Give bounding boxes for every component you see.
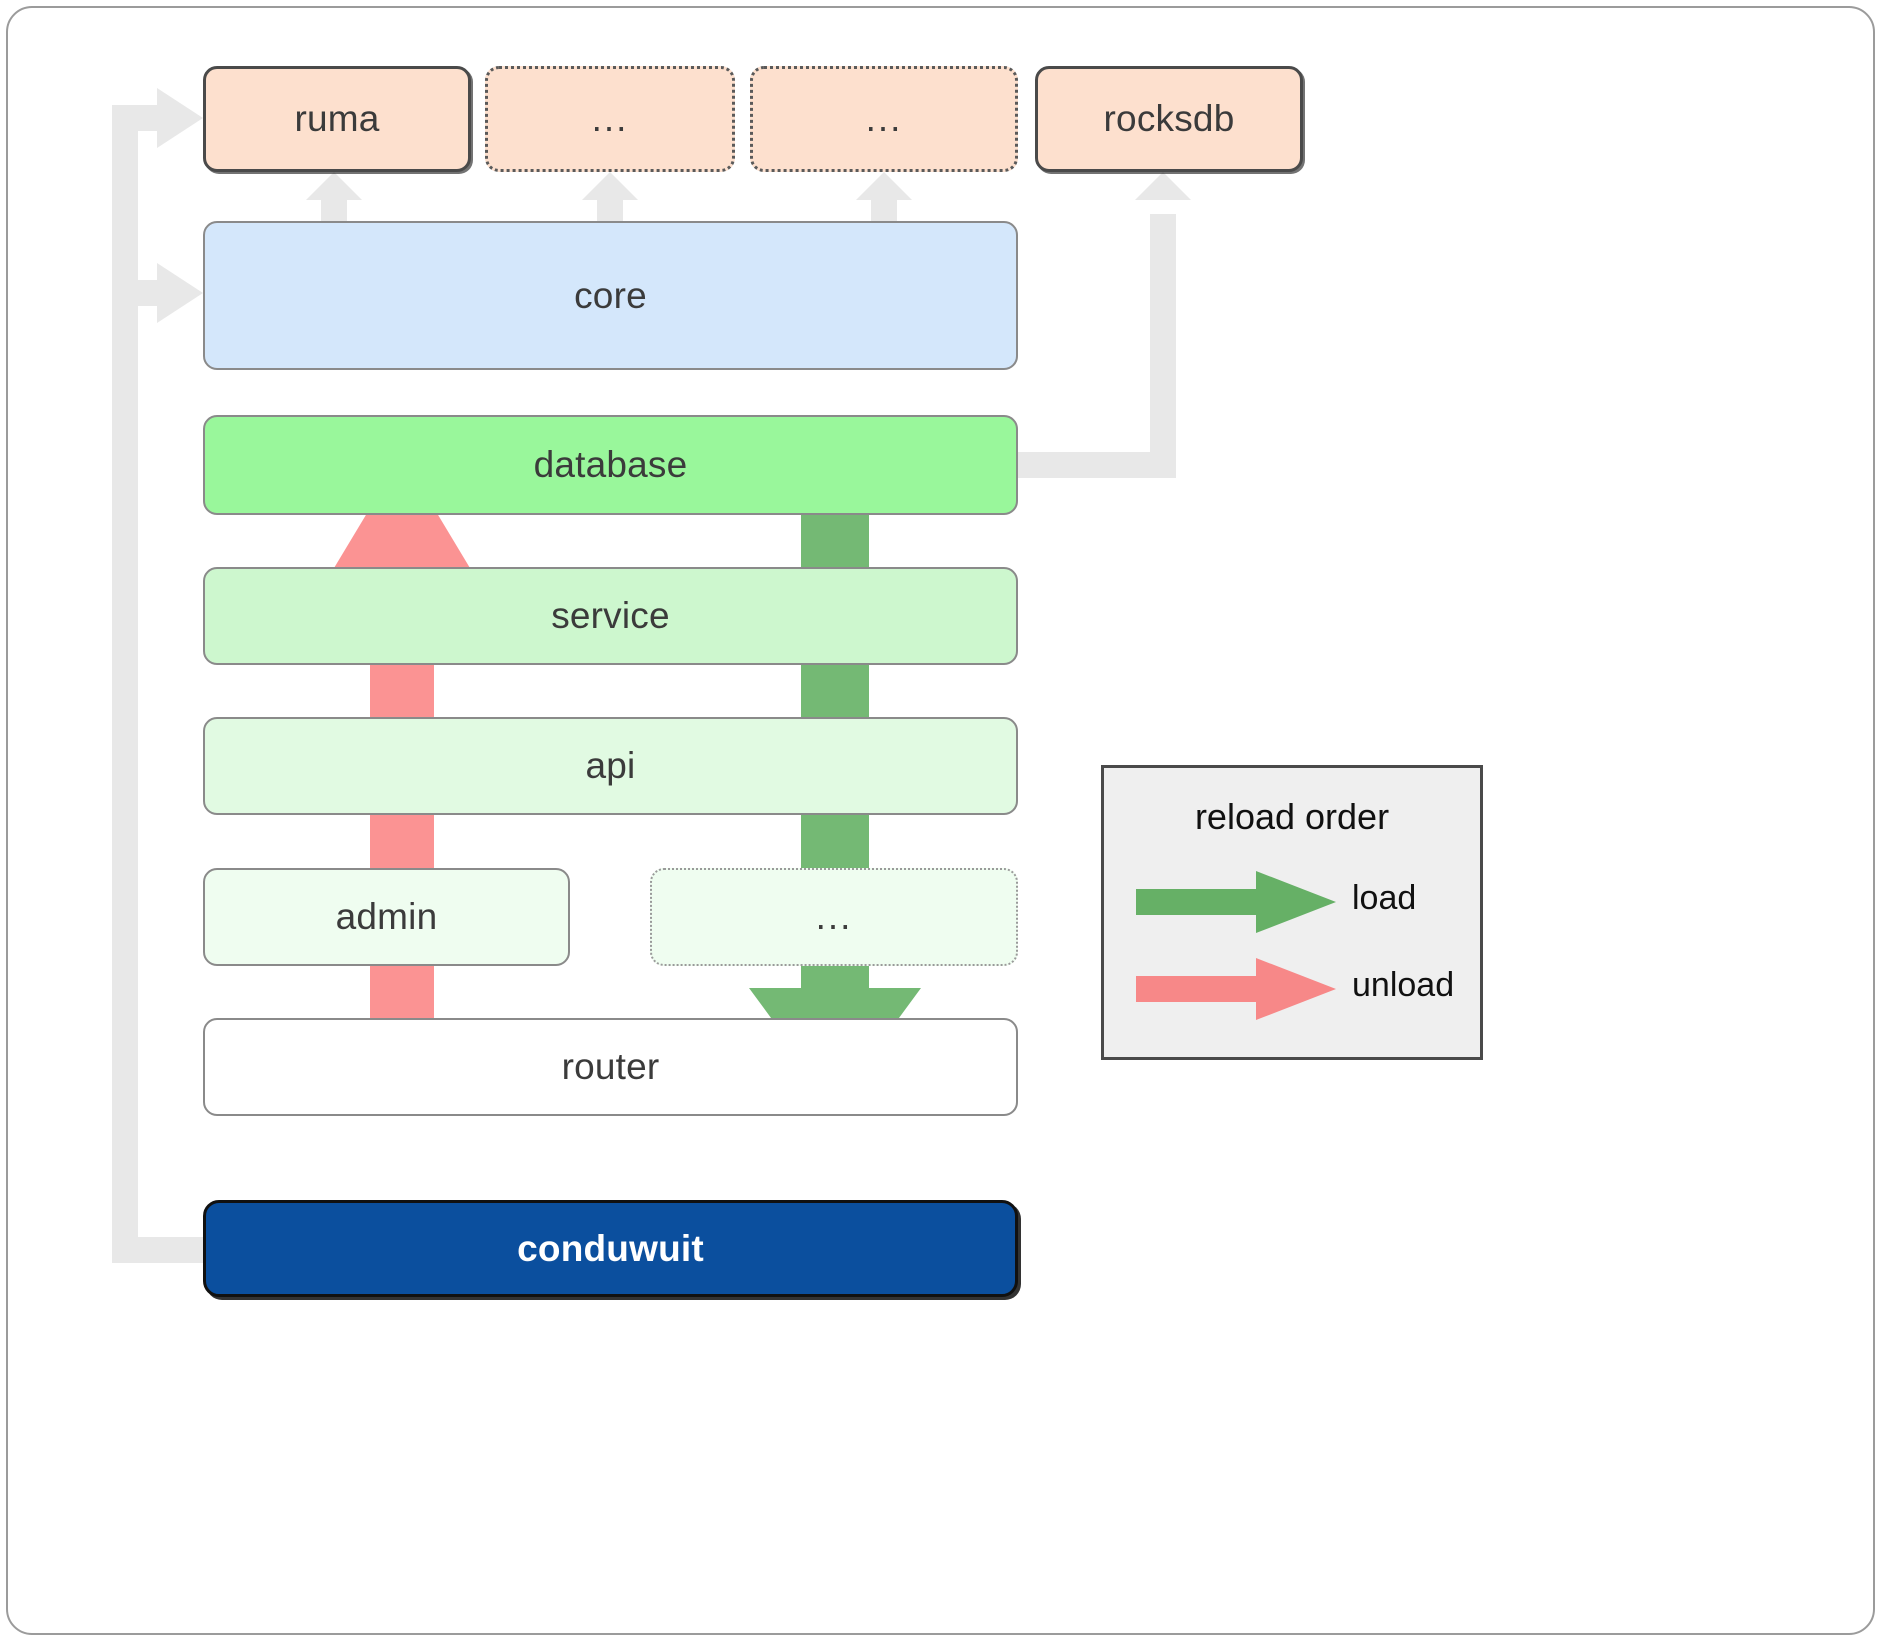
dependency-label-placeholder-2: ... (865, 97, 903, 139)
layer-label-router: router (561, 1046, 660, 1087)
load-arrow-icon (1136, 871, 1336, 933)
dependency-box-ruma[interactable]: ruma (203, 66, 471, 172)
unload-arrow-icon (1136, 958, 1336, 1020)
layer-label-core: core (574, 274, 647, 316)
dependency-box-placeholder-1[interactable]: ... (485, 66, 735, 172)
legend-label-unload: unload (1352, 966, 1455, 1004)
layer-box-admin[interactable]: admin (203, 868, 570, 966)
dependency-label-ruma: ruma (294, 98, 380, 139)
layer-label-database: database (533, 444, 688, 485)
legend-panel: reload order load unload (1101, 765, 1483, 1060)
layer-box-placeholder[interactable]: ... (650, 868, 1018, 966)
layer-label-api: api (585, 745, 636, 786)
layer-label-admin: admin (335, 896, 438, 937)
application-box-conduwuit[interactable]: conduwuit (203, 1200, 1018, 1297)
layer-label-service: service (551, 595, 670, 636)
legend-row-load: load (1104, 871, 1480, 933)
dependency-label-rocksdb: rocksdb (1103, 98, 1235, 139)
layer-box-core[interactable]: core (203, 221, 1018, 370)
layer-box-router[interactable]: router (203, 1018, 1018, 1116)
dependency-box-rocksdb[interactable]: rocksdb (1035, 66, 1303, 172)
legend-title: reload order (1194, 796, 1390, 837)
layer-box-service[interactable]: service (203, 567, 1018, 665)
layer-box-api[interactable]: api (203, 717, 1018, 815)
application-label-conduwuit: conduwuit (517, 1227, 704, 1269)
dependency-box-placeholder-2[interactable]: ... (750, 66, 1018, 172)
layer-box-database[interactable]: database (203, 415, 1018, 515)
dependency-label-placeholder-1: ... (591, 97, 629, 139)
layer-label-placeholder: ... (815, 895, 853, 937)
legend-row-unload: unload (1104, 958, 1480, 1020)
legend-label-load: load (1352, 879, 1417, 917)
